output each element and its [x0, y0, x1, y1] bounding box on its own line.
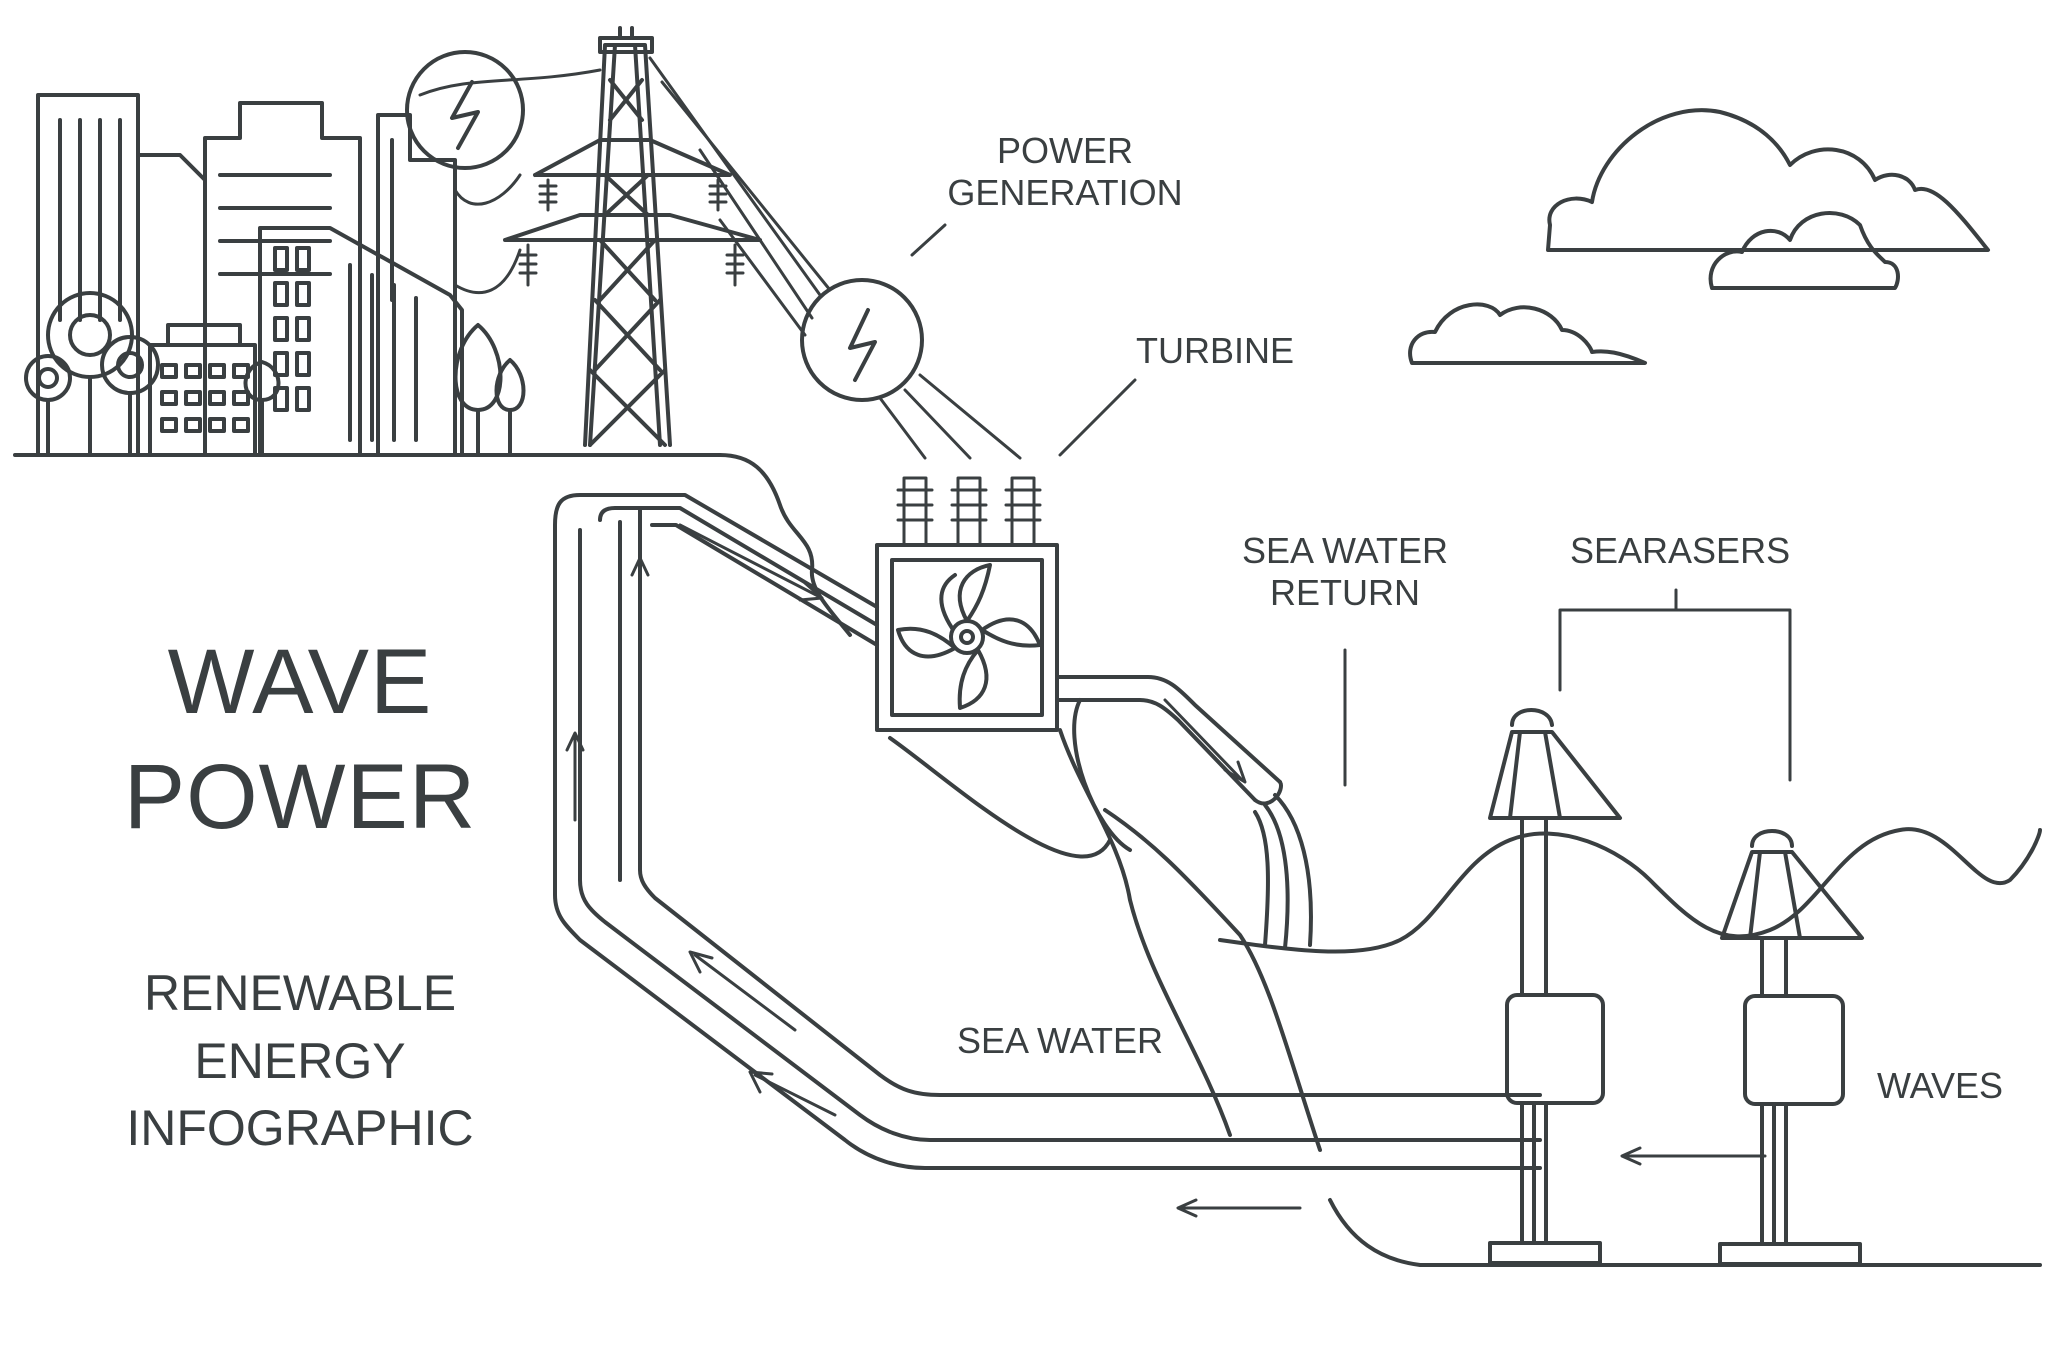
searaser-pump-icon — [1718, 829, 1864, 1266]
label-waves: WAVES — [1876, 1065, 2004, 1106]
power-pylon-icon — [418, 26, 762, 447]
label-searasers: SEARASERS — [1570, 530, 1791, 571]
label-sea-water: SEA WATER — [956, 1020, 1164, 1061]
flow-arrow-icon — [565, 523, 1767, 1218]
subtitle-line1: RENEWABLE — [143, 965, 457, 1021]
label-power-generation-line1: POWER — [996, 130, 1133, 171]
page-title: WAVE POWER — [110, 625, 490, 855]
hill-outline — [718, 453, 2042, 1267]
transmission-lines — [648, 56, 1022, 460]
page-subtitle: RENEWABLE ENERGY INFOGRAPHIC — [100, 960, 500, 1163]
subtitle-line3: INFOGRAPHIC — [126, 1100, 474, 1156]
searaser-pump-icon — [1488, 708, 1622, 1265]
city-skyline-icon — [13, 93, 722, 457]
label-turbine: TURBINE — [1135, 330, 1294, 371]
label-sea-water-return-line1: SEA WATER — [1241, 530, 1449, 571]
lightning-bolt-icon — [405, 50, 525, 170]
leader-lines — [910, 223, 1792, 787]
cloud-icon — [1708, 211, 1900, 290]
pipe-system — [553, 493, 1542, 1170]
cloud-icon — [1546, 108, 1990, 252]
title-line2: POWER — [123, 746, 477, 848]
wave-surface — [1218, 827, 2042, 954]
lightning-bolt-icon — [800, 278, 924, 402]
label-power-generation: POWER GENERATION — [945, 130, 1185, 215]
label-power-generation-line2: GENERATION — [947, 172, 1183, 214]
label-sea-water-return-line2: RETURN — [1270, 572, 1420, 614]
turbine-fan-icon — [875, 476, 1059, 732]
subtitle-line2: ENERGY — [194, 1032, 406, 1089]
title-line1: WAVE — [167, 631, 433, 733]
label-sea-water-return: SEA WATER RETURN — [1240, 530, 1450, 615]
cloud-icon — [1408, 302, 1647, 365]
